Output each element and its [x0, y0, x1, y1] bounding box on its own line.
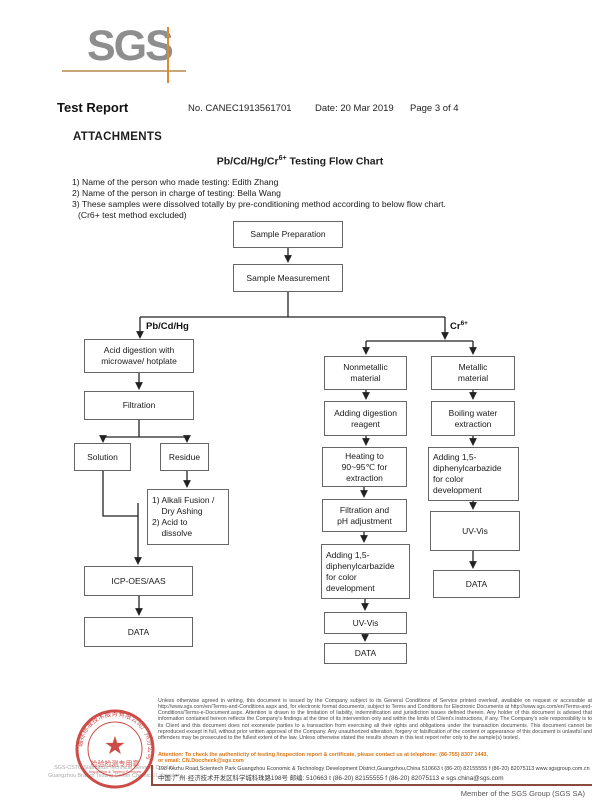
logo-vertical-line [167, 27, 169, 83]
flow-node-icp-oes-aas: ICP-OES/AAS [84, 566, 193, 596]
member-line: Member of the SGS Group (SGS SA) [460, 789, 585, 798]
flow-node-adding-dpc-nonmetal: Adding 1,5- diphenylcarbazide for color … [321, 544, 410, 599]
branch-label-pb-cd-hg: Pb/Cd/Hg [146, 321, 189, 332]
address-line-en: 198 Kezhu Road,Scientech Park Guangzhou … [158, 766, 590, 772]
stamp-star-icon: ★ [104, 732, 126, 760]
flow-node-filtration-ph: Filtration and pH adjustment [322, 499, 407, 532]
flow-node-residue: Residue [160, 443, 209, 471]
branch-label-cr6: Cr6+ [450, 320, 468, 332]
flow-node-uv-vis-metal: UV-Vis [430, 511, 520, 551]
flow-node-heating-extraction: Heating to 90~95℃ for extraction [322, 447, 407, 487]
report-date: Date: 20 Mar 2019 [315, 103, 394, 114]
flow-node-nonmetallic-material: Nonmetallic material [324, 356, 407, 390]
flow-node-alkali-fusion: 1) Alkali Fusion / Dry Ashing 2) Acid to… [147, 489, 229, 545]
attachments-heading: ATTACHMENTS [73, 131, 163, 143]
flow-chart-title-sup: 6+ [278, 155, 287, 162]
flow-node-data-nonmetal: DATA [324, 643, 407, 664]
flow-node-sample-preparation: Sample Preparation [233, 221, 343, 248]
attention-line-2: or email: CN.Doccheck@sgs.com [158, 758, 244, 765]
flow-node-data-pbcdhg: DATA [84, 617, 193, 647]
attention-line-1: Attention: To check the authenticity of … [158, 752, 489, 758]
flow-node-solution: Solution [74, 443, 131, 471]
flow-node-boiling-water-extraction: Boiling water extraction [431, 401, 515, 436]
footer-divider [151, 784, 592, 786]
branch-label-cr-sup: 6+ [460, 320, 468, 327]
company-line-1: SGS-CSTC Standards Technical Services Co… [54, 765, 176, 771]
flow-node-filtration: Filtration [84, 391, 194, 420]
address-block: 198 Kezhu Road,Scientech Park Guangzhou … [151, 765, 592, 784]
page-indicator: Page 3 of 4 [410, 103, 459, 114]
flow-chart-title-rest: Testing Flow Chart [286, 155, 384, 168]
sgs-logo: SGS [87, 22, 174, 70]
address-line-cn: 中国·广州·经济技术开发区科学城科珠路198号 邮编: 510663 t (86… [158, 775, 504, 782]
flow-node-adding-dpc-metal: Adding 1,5- diphenylcarbazide for color … [428, 447, 519, 501]
flow-chart-title: Pb/Cd/Hg/Cr6+ Testing Flow Chart [0, 155, 600, 168]
stamp-text-en: Inspection & Testing Services [89, 769, 141, 774]
logo-horizontal-line [62, 70, 186, 72]
flow-node-acid-digestion: Acid digestion with microwave/ hotplate [84, 339, 194, 373]
flow-node-adding-digestion-reagent: Adding digestion reagent [324, 401, 407, 436]
legal-disclaimer: Unless otherwise agreed in writing, this… [158, 698, 592, 741]
attention-notice: Attention: To check the authenticity of … [158, 752, 592, 765]
flow-chart-title-base: Pb/Cd/Hg/Cr [216, 155, 279, 168]
report-title: Test Report [57, 100, 129, 115]
report-number: No. CANEC1913561701 [188, 103, 292, 114]
flow-node-data-metal: DATA [433, 570, 520, 598]
inspection-stamp: 通标标准技术服务有限公司广州分公司 ★ 检验检测专用章 Inspection &… [75, 709, 155, 789]
note-2: 2) Name of the person in charge of testi… [72, 188, 281, 198]
stamp-text-cn: 检验检测专用章 [91, 759, 140, 768]
flow-node-sample-measurement: Sample Measurement [233, 264, 343, 292]
notes-list: 1) Name of the person who made testing: … [72, 177, 446, 221]
branch-label-cr-base: Cr [450, 321, 461, 333]
note-3-continuation: (Cr6+ test method excluded) [78, 210, 187, 220]
note-1: 1) Name of the person who made testing: … [72, 177, 279, 187]
note-3: 3) These samples were dissolved totally … [72, 199, 446, 209]
flow-node-uv-vis-nonmetal: UV-Vis [324, 612, 407, 634]
flow-node-metallic-material: Metallic material [431, 356, 515, 390]
